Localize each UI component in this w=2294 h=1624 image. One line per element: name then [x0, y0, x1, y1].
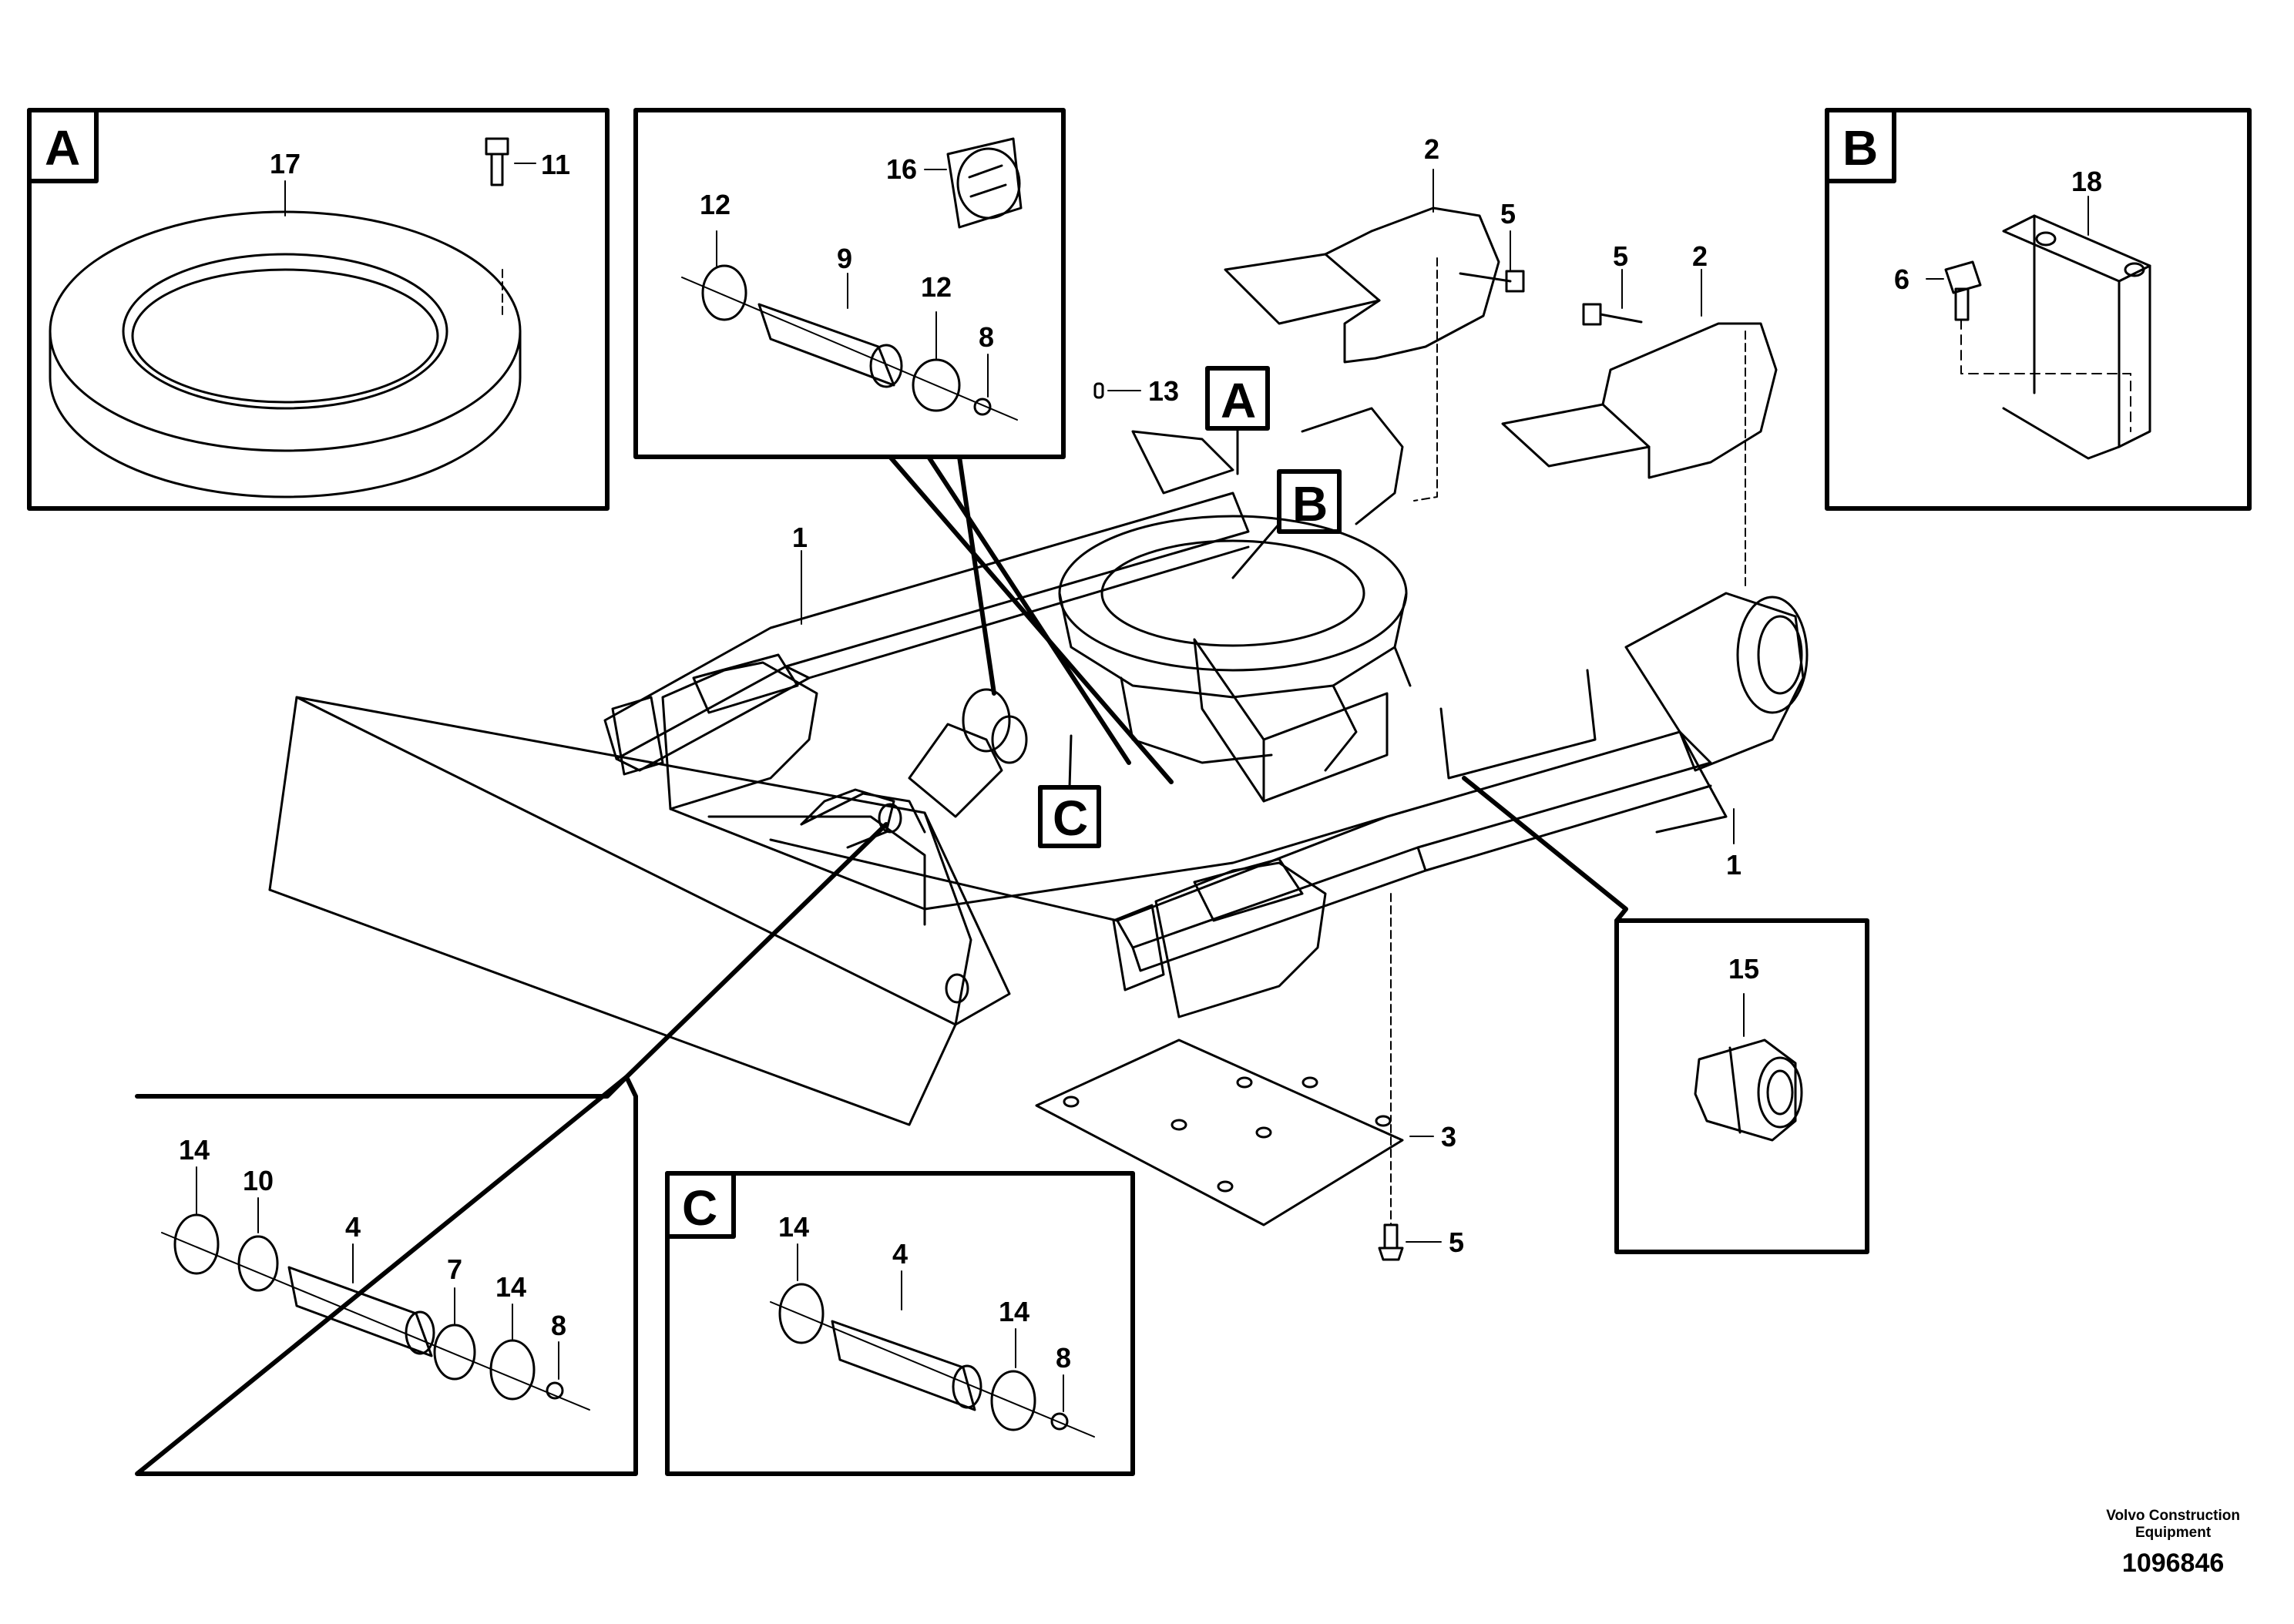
callout-12-left: 12: [700, 189, 731, 220]
callout-4-left: 4: [345, 1211, 361, 1243]
nipple-8-c: [1052, 1414, 1067, 1429]
callout-1-left: 1: [792, 522, 808, 553]
callout-7: 7: [447, 1253, 462, 1285]
callout-14-d: 14: [999, 1296, 1029, 1327]
bolt-11: [486, 139, 508, 185]
callout-9: 9: [837, 243, 852, 274]
shim-7: [435, 1325, 475, 1379]
circlip-14-b: [491, 1340, 534, 1399]
cover-2-right: [1503, 324, 1776, 478]
bolt-6: [1946, 262, 1980, 320]
callout-15: 15: [1728, 953, 1759, 985]
pin-9: [759, 304, 902, 387]
callout-5-upper-left: 5: [1500, 198, 1516, 230]
brand-name-line2: Equipment: [2106, 1525, 2240, 1542]
ref-b-letter: B: [1292, 476, 1328, 532]
callout-11: 11: [541, 149, 570, 180]
circlip-14-c: [780, 1284, 823, 1343]
callout-10: 10: [243, 1165, 274, 1196]
detail-box-a: [29, 110, 607, 508]
callout-2-left: 2: [1424, 133, 1439, 165]
callout-14-c: 14: [778, 1211, 809, 1243]
slewing-ring-17: [50, 212, 520, 497]
drawing-number: 1096846: [2106, 1546, 2240, 1580]
callout-2-right: 2: [1692, 240, 1708, 272]
callout-12-right: 12: [921, 271, 952, 303]
callout-18: 18: [2071, 166, 2102, 197]
pin-13: [1095, 384, 1140, 398]
pin-4-c: [832, 1321, 981, 1410]
detail-a-letter: A: [45, 120, 80, 176]
bolt-5-bottom: [1379, 1225, 1402, 1260]
footer-brand-block: Volvo Construction Equipment 1096846: [2106, 1508, 2240, 1580]
cover-2-left: [1225, 208, 1499, 362]
callout-6: 6: [1894, 263, 1909, 295]
shim-10: [239, 1236, 277, 1290]
circlip-14-d: [992, 1371, 1035, 1430]
circlip-14-a: [175, 1215, 218, 1273]
callout-3: 3: [1441, 1121, 1456, 1153]
callout-8-left: 8: [551, 1310, 566, 1341]
bolt-5-upper-right: [1584, 304, 1641, 324]
callout-1-right: 1: [1726, 849, 1741, 881]
callout-4-c: 4: [892, 1238, 908, 1270]
bushing-15: [1695, 1040, 1802, 1140]
detail-box-b: [1827, 110, 2249, 508]
detail-b-letter: B: [1842, 120, 1878, 176]
callout-8-top: 8: [979, 321, 994, 353]
dozer-blade: [270, 697, 1009, 1125]
bracket-18: [2003, 216, 2150, 458]
detail-box-c: [667, 1173, 1133, 1474]
callout-13: 13: [1148, 375, 1179, 407]
brand-name-line1: Volvo Construction: [2106, 1508, 2240, 1525]
bushing-16: [948, 139, 1021, 227]
callout-5-upper-right: 5: [1613, 240, 1628, 272]
detail-c-letter: C: [682, 1180, 717, 1236]
callout-14-a: 14: [179, 1134, 210, 1166]
callout-17: 17: [270, 148, 301, 180]
ref-c-letter: C: [1053, 790, 1088, 846]
bottom-plate-3: [1036, 1040, 1402, 1225]
pin-4-left: [289, 1267, 434, 1356]
callout-8-c: 8: [1056, 1342, 1071, 1374]
callout-16: 16: [886, 153, 917, 185]
detail-box-pin-4-left: [137, 824, 886, 1474]
callout-5-bottom: 5: [1449, 1226, 1464, 1258]
callout-14-b: 14: [495, 1271, 526, 1303]
circlip-12-left: [703, 266, 746, 320]
ref-a-letter: A: [1221, 373, 1256, 428]
detail-box-bushing-15: [1464, 778, 1867, 1252]
